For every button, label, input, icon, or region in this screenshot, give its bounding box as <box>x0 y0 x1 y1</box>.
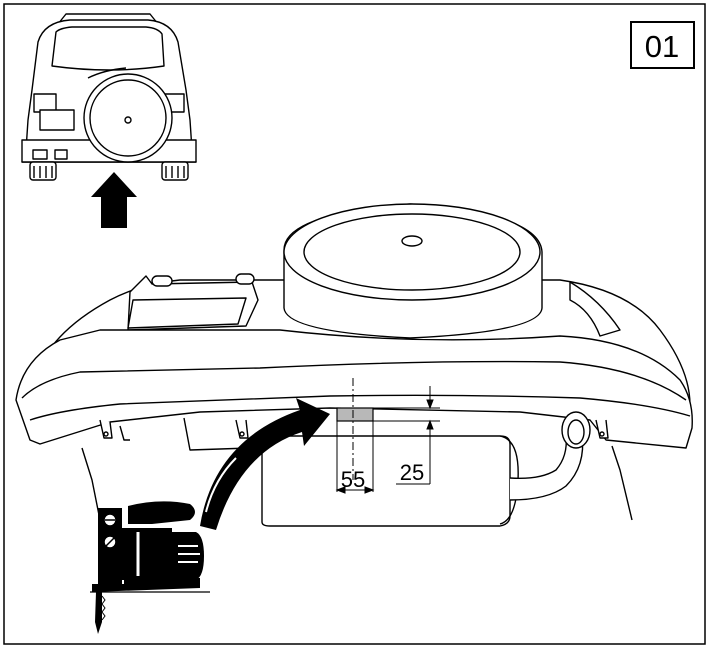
jigsaw-tool-icon <box>90 501 210 634</box>
direction-arrow-up-icon <box>91 172 137 228</box>
step-number-label: 01 <box>645 29 679 64</box>
height-dimension-label: 25 <box>400 460 424 485</box>
width-dimension <box>335 421 375 494</box>
spare-wheel-illustration <box>283 203 543 339</box>
exhaust-muffler-illustration <box>261 411 591 527</box>
vehicle-rear-view-icon <box>21 13 197 181</box>
height-dimension <box>373 386 440 485</box>
cutout-marking <box>336 378 374 480</box>
step-number-box: 01 <box>630 21 695 69</box>
width-dimension-label: 55 <box>341 467 365 492</box>
curved-arrow-icon <box>200 398 330 530</box>
cutout-area <box>336 407 374 422</box>
